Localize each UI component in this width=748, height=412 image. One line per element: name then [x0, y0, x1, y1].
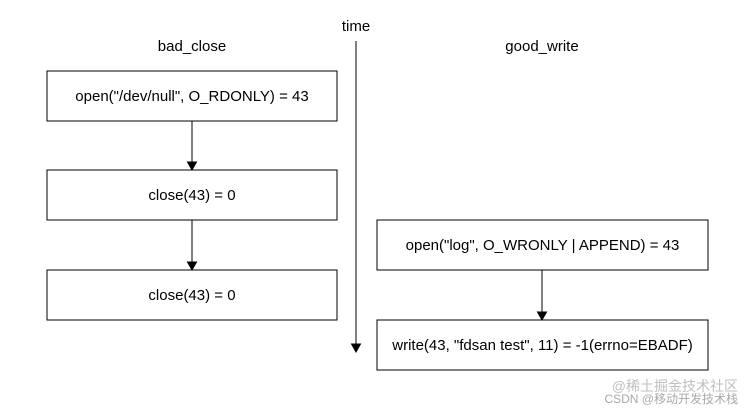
- left-open-label: open("/dev/null", O_RDONLY) = 43: [75, 88, 308, 105]
- left-close-1-box: close(43) = 0: [46, 169, 338, 221]
- watermark-line-1: @稀土掘金技术社区: [611, 377, 738, 394]
- left-close-2-label: close(43) = 0: [148, 287, 235, 304]
- right-open-box: open("log", O_WRONLY | APPEND) = 43: [376, 219, 709, 271]
- arrow-open-to-write: [536, 270, 548, 322]
- good-write-title: good_write: [505, 38, 578, 55]
- left-close-2-box: close(43) = 0: [46, 269, 338, 321]
- right-write-label: write(43, "fdsan test", 11) = -1(errno=E…: [391, 337, 692, 354]
- bad-close-title: bad_close: [158, 38, 226, 55]
- time-axis-label: time: [342, 18, 370, 35]
- watermark-line-2: CSDN @移动开发技术栈: [604, 392, 738, 407]
- left-open-box: open("/dev/null", O_RDONLY) = 43: [46, 70, 338, 122]
- arrow-open-to-close-1: [186, 121, 198, 172]
- watermark: @稀土掘金技术社区 CSDN @移动开发技术栈: [604, 379, 738, 406]
- left-close-1-label: close(43) = 0: [148, 187, 235, 204]
- time-axis-arrow: [350, 41, 362, 354]
- right-open-label: open("log", O_WRONLY | APPEND) = 43: [406, 237, 680, 254]
- arrow-close-1-to-close-2: [186, 220, 198, 272]
- right-write-box: write(43, "fdsan test", 11) = -1(errno=E…: [376, 319, 709, 371]
